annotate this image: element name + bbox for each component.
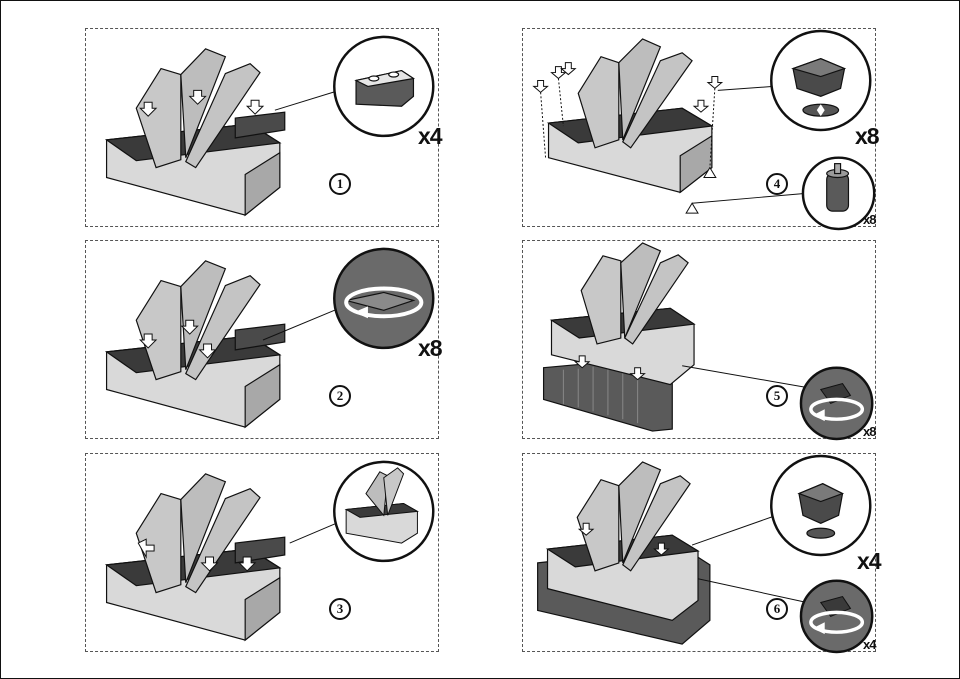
step-number-1: 1 xyxy=(329,173,351,195)
quantity-label-6-secondary: x4 xyxy=(863,637,877,652)
planter-box-drawing xyxy=(104,473,286,642)
step-1-illustration xyxy=(104,35,435,217)
twist-knob-icon xyxy=(809,382,865,422)
spacer-block-icon xyxy=(354,69,416,107)
step-number-4: 4 xyxy=(766,173,788,195)
planter-box-drawing xyxy=(549,242,696,386)
callout-leader-line-top xyxy=(691,514,777,546)
screw-cap-icon xyxy=(791,58,847,117)
callout-leader-line xyxy=(682,365,807,389)
quantity-label-6: x4 xyxy=(857,548,882,574)
planter-box-drawing xyxy=(104,260,286,429)
step-panel-1: x4 1 xyxy=(85,28,443,227)
twist-knob-icon xyxy=(809,595,865,635)
step-number-6: 6 xyxy=(766,598,788,620)
quantity-label-4-secondary: x8 xyxy=(863,212,877,227)
step-number-2: 2 xyxy=(329,385,351,407)
quantity-label-5: x8 xyxy=(863,424,877,439)
step-panel-6: x4 x4 6 xyxy=(522,453,882,654)
arrow-icons xyxy=(139,319,217,359)
step-number-3: 3 xyxy=(329,598,351,620)
callout-leader-line-bottom xyxy=(692,192,806,204)
dashed-screw-guides xyxy=(540,78,716,168)
step-panel-5: x8 5 xyxy=(522,240,877,441)
arrow-icons xyxy=(139,89,265,117)
callout-leader-line xyxy=(289,522,337,544)
step-6-illustration xyxy=(537,454,874,654)
quantity-label-2: x8 xyxy=(418,335,443,361)
callout-leader-line-bottom xyxy=(697,578,808,603)
step-panel-2: x8 2 xyxy=(85,240,443,439)
arrow-icons xyxy=(137,538,257,572)
step-panel-3: 3 xyxy=(85,453,439,652)
detail-callout-circle-bottom xyxy=(799,579,874,654)
step-5-illustration xyxy=(542,242,874,441)
planter-box-drawing xyxy=(546,38,714,194)
step-4-illustration xyxy=(532,29,876,231)
planter-box-drawing xyxy=(104,48,286,217)
step-panel-4: x8 x8 4 xyxy=(522,28,880,231)
arrow-icons xyxy=(577,522,670,556)
callout-leader-line-top xyxy=(717,85,774,91)
detail-callout-circle xyxy=(799,366,874,441)
callout-leader-line xyxy=(274,89,340,111)
quantity-label-4: x8 xyxy=(855,123,880,149)
step-3-illustration xyxy=(104,460,435,642)
quantity-label-1: x4 xyxy=(418,123,443,149)
step-number-5: 5 xyxy=(766,385,788,407)
screw-cap-icon xyxy=(797,483,845,539)
twist-lock-icon xyxy=(344,286,424,319)
arrow-icons xyxy=(573,355,646,381)
callout-leader-line xyxy=(262,307,340,341)
step-2-illustration xyxy=(104,247,435,429)
planter-box-drawing xyxy=(537,461,711,645)
screw-arrow-icons xyxy=(532,62,724,214)
peg-icon xyxy=(826,163,850,212)
assembled-box-icon xyxy=(344,467,420,544)
